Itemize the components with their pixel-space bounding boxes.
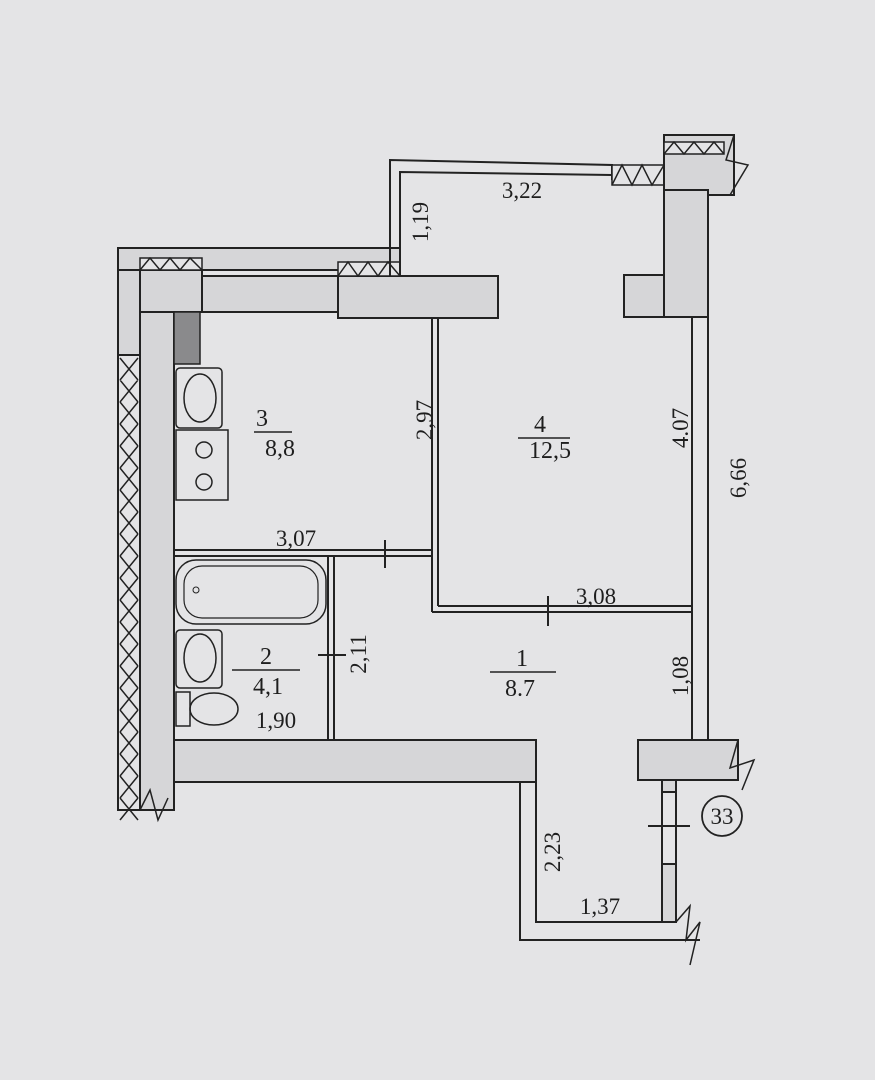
apartment-number: 33 [711,804,734,829]
dim-3-08: 3,08 [576,584,616,609]
bathtub [175,559,327,625]
dim-1-37: 1,37 [580,894,620,919]
dim-4-07: 4.07 [668,408,693,448]
bathroom-sink [175,629,223,689]
top-wall-room4 [389,134,750,318]
dim-2-11: 2,11 [346,634,371,673]
dim-1-90: 1,90 [256,708,296,733]
room-label-1: 1 8.7 [490,646,556,702]
room-area: 8,8 [265,436,295,462]
door-marks [318,540,690,827]
room-area: 8.7 [505,676,535,702]
dim-2-97: 2,97 [412,400,437,440]
left-exterior-wall [117,247,175,823]
room-number: 1 [516,646,528,672]
room-area: 4,1 [253,674,283,700]
dim-6-66: 6,66 [726,458,751,498]
interior-partitions [173,318,701,966]
dimensions: 3,22 1,19 2,97 4.07 6,66 3,07 3,08 2,11 … [256,178,751,919]
wall-hatching [119,357,139,821]
dim-1-08: 1,08 [668,656,693,696]
apartment-number-marker: 33 [701,795,743,837]
room-label-2: 2 4,1 [232,644,300,700]
toilet [175,691,239,727]
right-exterior-wall [637,195,756,791]
dim-3-22: 3,22 [502,178,542,203]
room-label-4: 4 12,5 [518,412,571,464]
dim-1-19: 1,19 [408,202,433,242]
dim-2-23: 2,23 [540,832,565,872]
room-number: 3 [256,406,268,432]
room-area: 12,5 [529,438,571,464]
room-label-3: 3 8,8 [254,406,295,462]
room-number: 2 [260,644,272,670]
top-wall-kitchen [117,247,499,319]
kitchen-stove [173,311,229,501]
room-number: 4 [534,412,546,438]
dim-3-07: 3,07 [276,526,316,551]
